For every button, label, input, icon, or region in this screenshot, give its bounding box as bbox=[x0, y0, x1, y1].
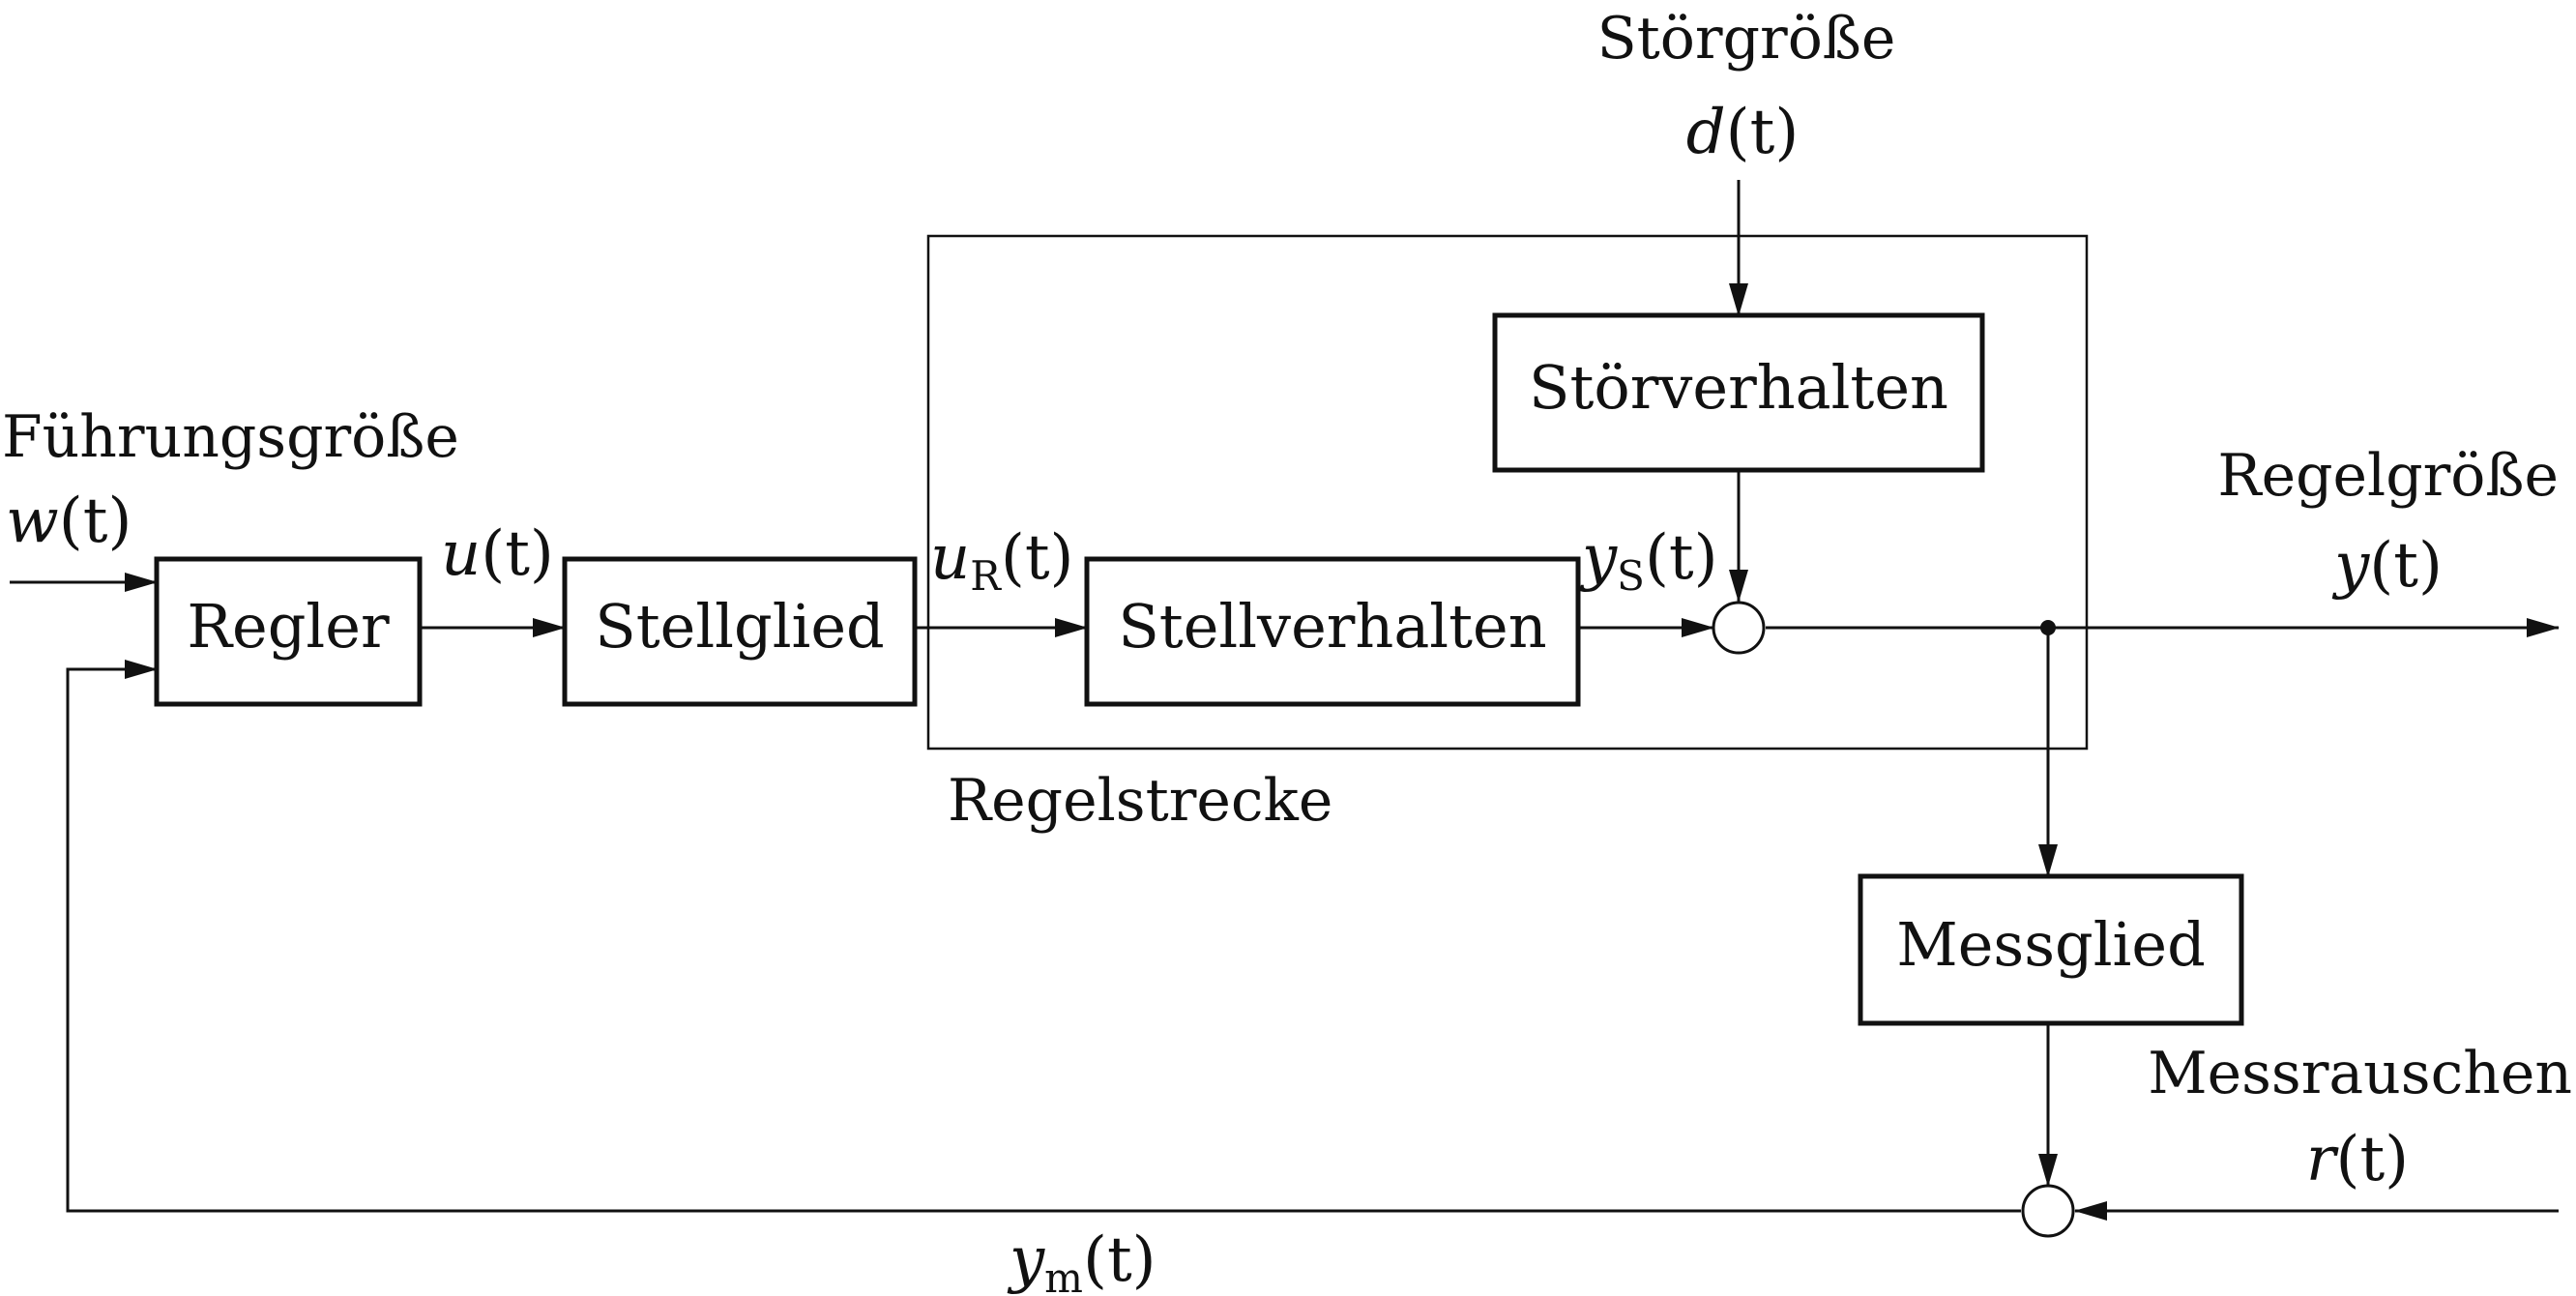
regelstrecke-frame bbox=[926, 234, 2089, 751]
regelstrecke-label: Regelstrecke bbox=[948, 767, 1332, 835]
messrauschen-label: Messrauschen bbox=[2148, 1040, 2572, 1107]
yS-signal-label: yS(t) bbox=[1579, 522, 1718, 600]
block-regler bbox=[154, 556, 423, 707]
ym-signal-label: ym(t) bbox=[1007, 1224, 1156, 1296]
w-signal-label: w(t) bbox=[6, 486, 132, 557]
u-signal-label: u(t) bbox=[441, 518, 554, 590]
block-stellverhalten-label: Stellverhalten bbox=[1118, 591, 1546, 662]
feedback-path bbox=[66, 660, 2021, 1213]
regelgroesse-label: Regelgröße bbox=[2217, 442, 2559, 510]
block-stoerverhalten bbox=[1492, 312, 1985, 473]
block-stellglied-label: Stellglied bbox=[595, 591, 884, 662]
branch-point bbox=[2040, 620, 2056, 635]
stoergroesse-label: Störgröße bbox=[1597, 5, 1896, 73]
block-regler-label: Regler bbox=[187, 591, 390, 662]
d-signal-label: d(t) bbox=[1686, 97, 1800, 168]
uR-signal-label: uR(t) bbox=[930, 522, 1074, 600]
r-signal-label: r(t) bbox=[2306, 1124, 2409, 1195]
summing-junction-disturbance bbox=[1712, 601, 1766, 655]
block-stoerverhalten-label: Störverhalten bbox=[1529, 352, 1948, 423]
block-messglied-label: Messglied bbox=[1896, 909, 2206, 980]
block-stellverhalten bbox=[1084, 556, 1581, 707]
fuehrungsgroesse-label: Führungsgröße bbox=[2, 403, 459, 471]
summing-junction-noise bbox=[2021, 1184, 2075, 1238]
block-stellglied bbox=[562, 556, 918, 707]
block-messglied bbox=[1858, 873, 2244, 1026]
y-signal-label: y(t) bbox=[2331, 530, 2443, 602]
